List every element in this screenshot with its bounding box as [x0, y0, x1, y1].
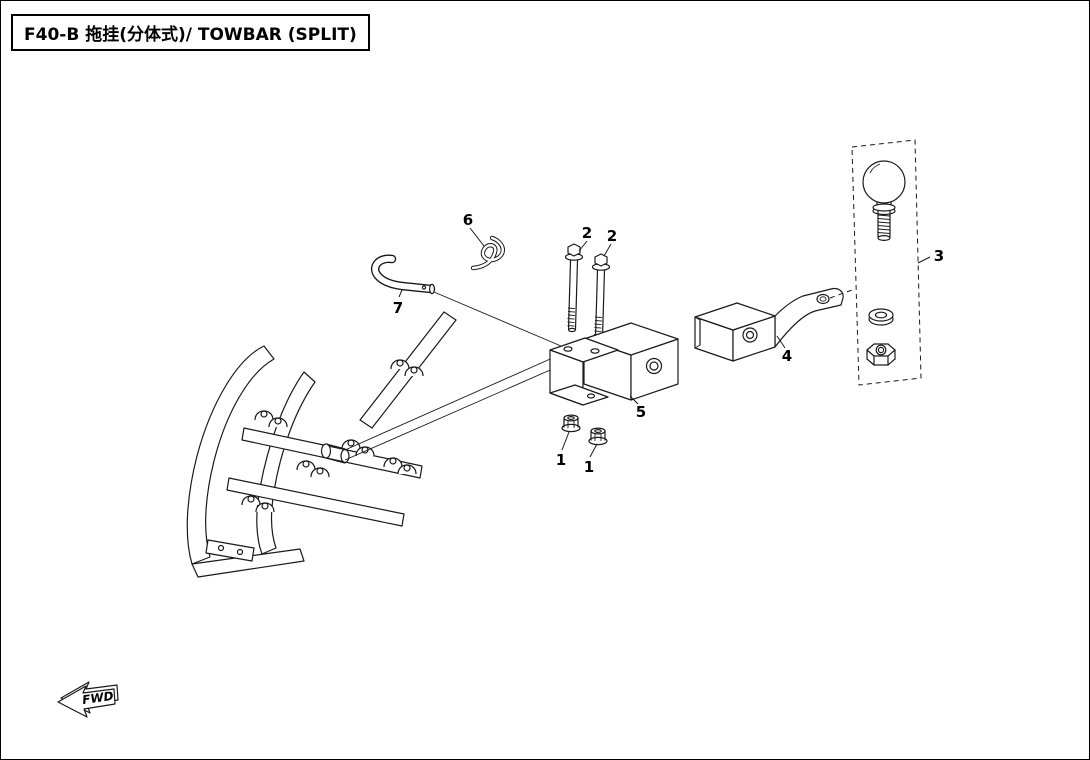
callout-part-1b: 1: [584, 458, 594, 476]
callout-part-4: 4: [782, 347, 792, 365]
flange-bolt-right: [591, 253, 611, 342]
flange-bolt-left: [564, 243, 584, 333]
fwd-arrow: FWD: [57, 681, 119, 718]
callout-part-1a: 1: [556, 451, 566, 469]
receiver-bracket: [549, 322, 679, 406]
callout-part-2b: 2: [607, 227, 617, 245]
towbar-pin: [371, 254, 436, 295]
callout-part-3: 3: [934, 247, 944, 265]
frame-assembly: [186, 311, 457, 578]
callout-part-2a: 2: [582, 224, 592, 242]
flange-nut-right: [588, 427, 608, 446]
flange-nut-left: [561, 414, 581, 433]
page-title: F40-B 拖挂(分体式)/ TOWBAR (SPLIT): [11, 14, 370, 51]
fwd-arrow-label: FWD: [81, 689, 114, 707]
leader-lines: [398, 227, 931, 458]
r-clip: [470, 235, 505, 271]
hex-nut: [866, 343, 896, 366]
ball-mount: [694, 287, 844, 362]
callout-part-5: 5: [636, 403, 646, 421]
hitch-ball: [862, 160, 906, 204]
hitch-ball-kit: [829, 139, 922, 386]
washer: [868, 308, 894, 326]
alignment-lines: [344, 291, 562, 461]
callout-part-7: 7: [393, 299, 403, 317]
callout-part-6: 6: [463, 211, 473, 229]
